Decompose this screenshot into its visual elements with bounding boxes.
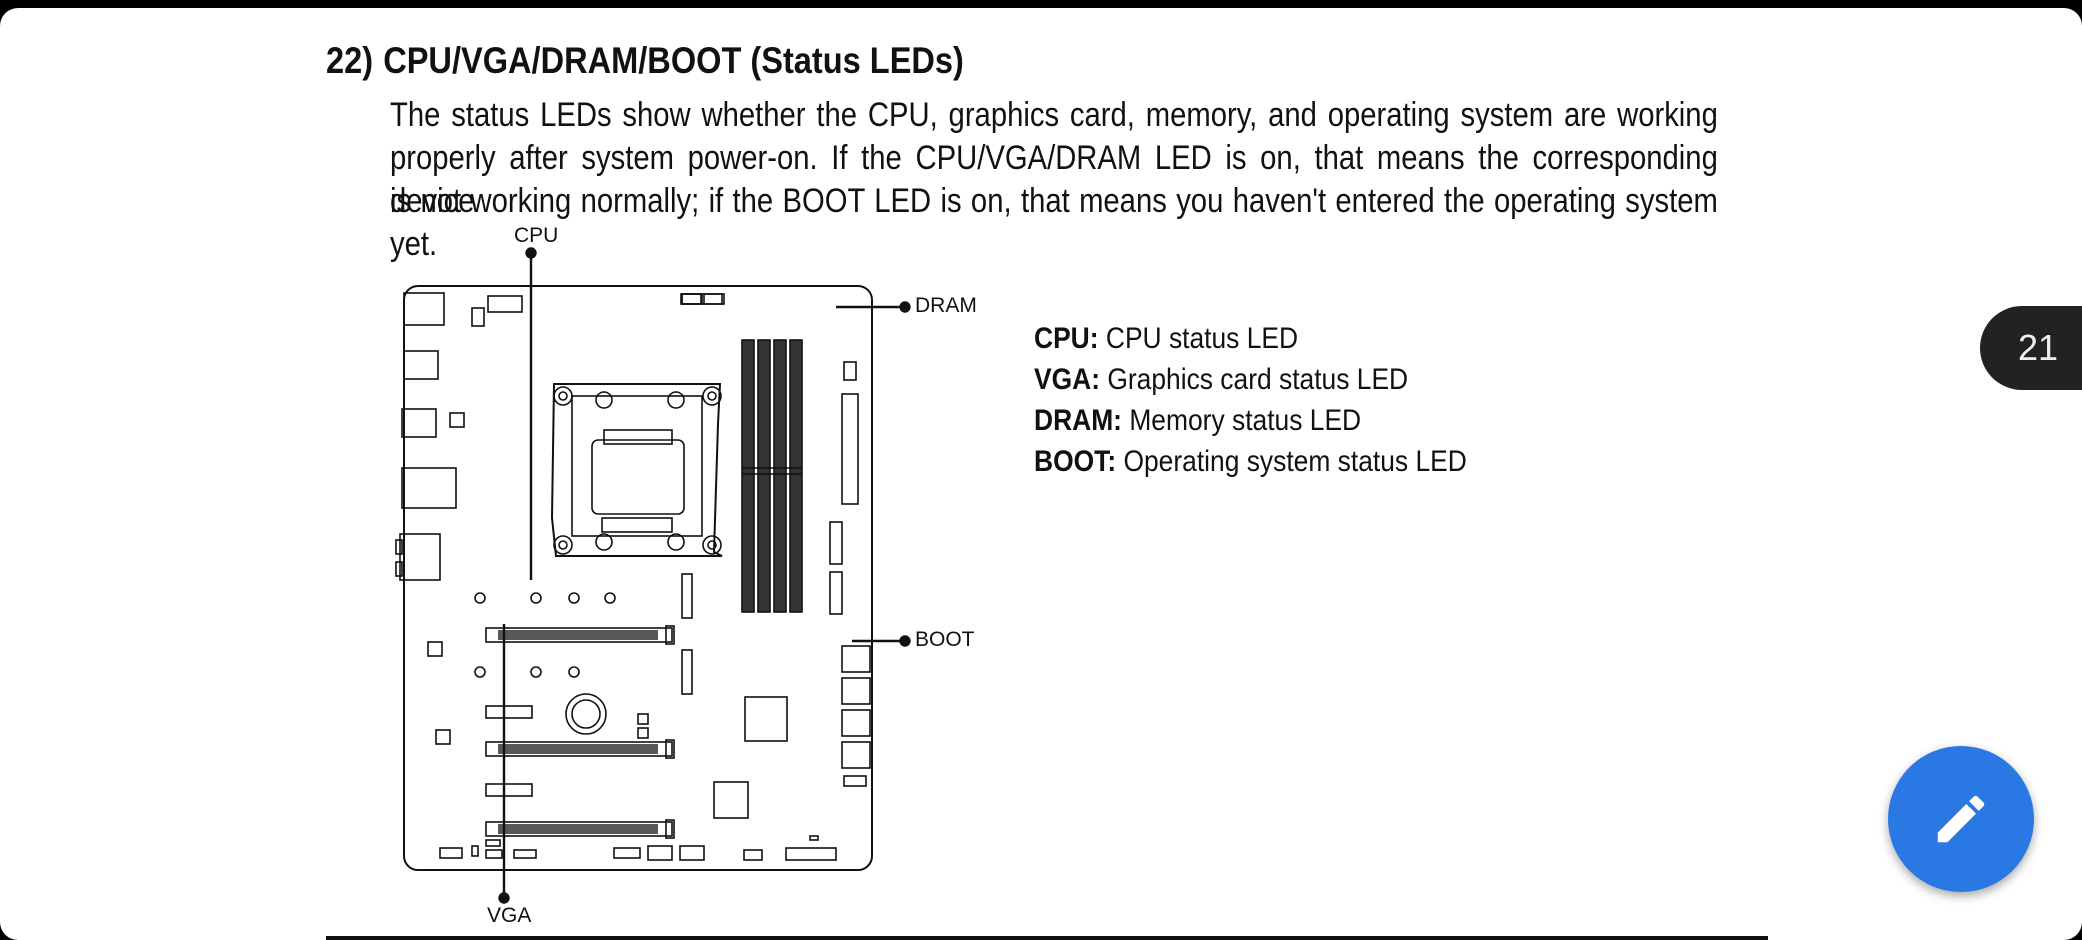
section-divider (326, 936, 1768, 940)
legend-row-vga: VGA: Graphics card status LED (1034, 363, 1409, 396)
section-heading: 22)CPU/VGA/DRAM/BOOT (Status LEDs) (326, 40, 964, 82)
motherboard-drawing (395, 247, 911, 904)
legend-row-dram: DRAM: Memory status LED (1034, 404, 1362, 437)
edit-fab-button[interactable] (1888, 746, 2034, 892)
pencil-icon (1937, 795, 1985, 843)
callout-vga: VGA (487, 904, 532, 927)
callout-dram: DRAM (915, 294, 977, 317)
callout-cpu: CPU (514, 224, 559, 247)
manual-page: 22)CPU/VGA/DRAM/BOOT (Status LEDs) The s… (0, 8, 2082, 940)
callout-boot: BOOT (915, 628, 975, 651)
page-number-badge: 21 (1980, 306, 2082, 390)
motherboard-diagram: CPU DRAM BOOT VGA (380, 218, 1020, 940)
section-number: 22) (326, 40, 374, 81)
paragraph-line-2: properly after system power-on. If the C… (390, 139, 1718, 220)
legend-row-boot: BOOT: Operating system status LED (1034, 445, 1467, 478)
section-title: CPU/VGA/DRAM/BOOT (Status LEDs) (383, 40, 964, 81)
paragraph-line-3: is not working normally; if the BOOT LED… (390, 182, 1718, 263)
led-legend: CPU: CPU status LED VGA: Graphics card s… (1034, 318, 1467, 482)
paragraph-line-1: The status LEDs show whether the CPU, gr… (390, 96, 1718, 134)
legend-row-cpu: CPU: CPU status LED (1034, 322, 1299, 355)
